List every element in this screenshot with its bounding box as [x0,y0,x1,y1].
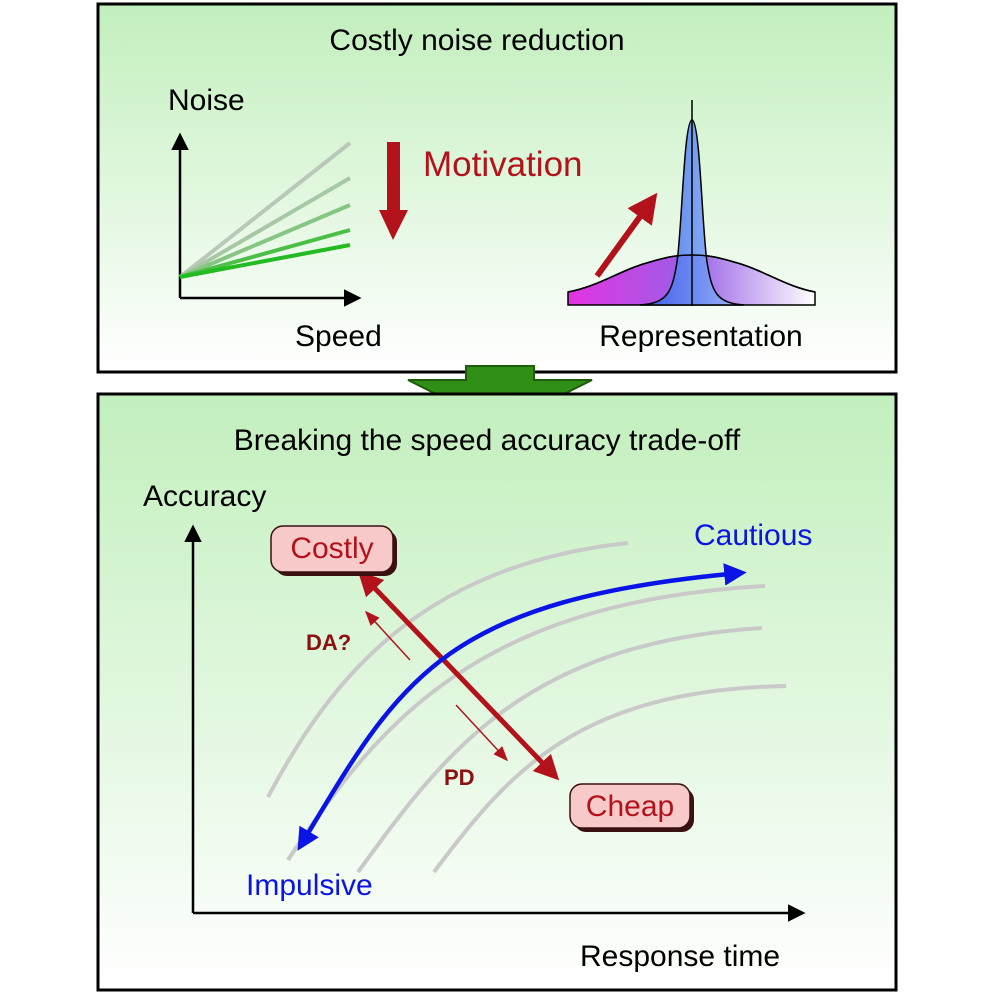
noise-line-2 [178,176,352,279]
representation-plot: Representation [567,100,816,353]
noise-speed-plot: Noise Speed [168,84,382,353]
noise-line-1 [178,141,352,279]
cheap-label: Cheap [586,790,674,823]
costly-badge: Costly [270,525,397,576]
cheap-badge: Cheap [569,783,694,832]
motivation-label: Motivation [423,145,583,184]
costly-label: Costly [290,532,373,565]
cautious-label: Cautious [694,519,812,552]
impulsive-cautious-arrow [297,563,747,851]
da-label: DA? [306,630,351,655]
top-panel-title: Costly noise reduction [329,24,624,57]
response-time-axis-label: Response time [580,940,780,973]
top-panel: Costly noise reduction Noise Speed Motiv… [96,2,898,374]
costly-badge-box [270,525,394,573]
motivation-indicator: Motivation [379,142,583,240]
representation-label: Representation [599,320,802,353]
accuracy-axis-label: Accuracy [143,480,266,513]
noise-axis-label: Noise [168,84,245,117]
pd-label: PD [444,765,475,790]
noise-line-3 [179,203,351,279]
sharpening-arrow [594,192,658,278]
top-panel-frame [96,2,898,374]
speed-axis-label: Speed [295,320,382,353]
bottom-panel-title: Breaking the speed accuracy trade-off [234,424,741,457]
cheap-badge-box [569,783,691,829]
noise-line-5 [179,243,351,279]
bottom-panel: Breaking the speed accuracy trade-off Ac… [96,392,898,992]
down-arrow-icon [379,142,408,240]
noise-line-4 [179,228,351,279]
impulsive-label: Impulsive [246,869,373,902]
